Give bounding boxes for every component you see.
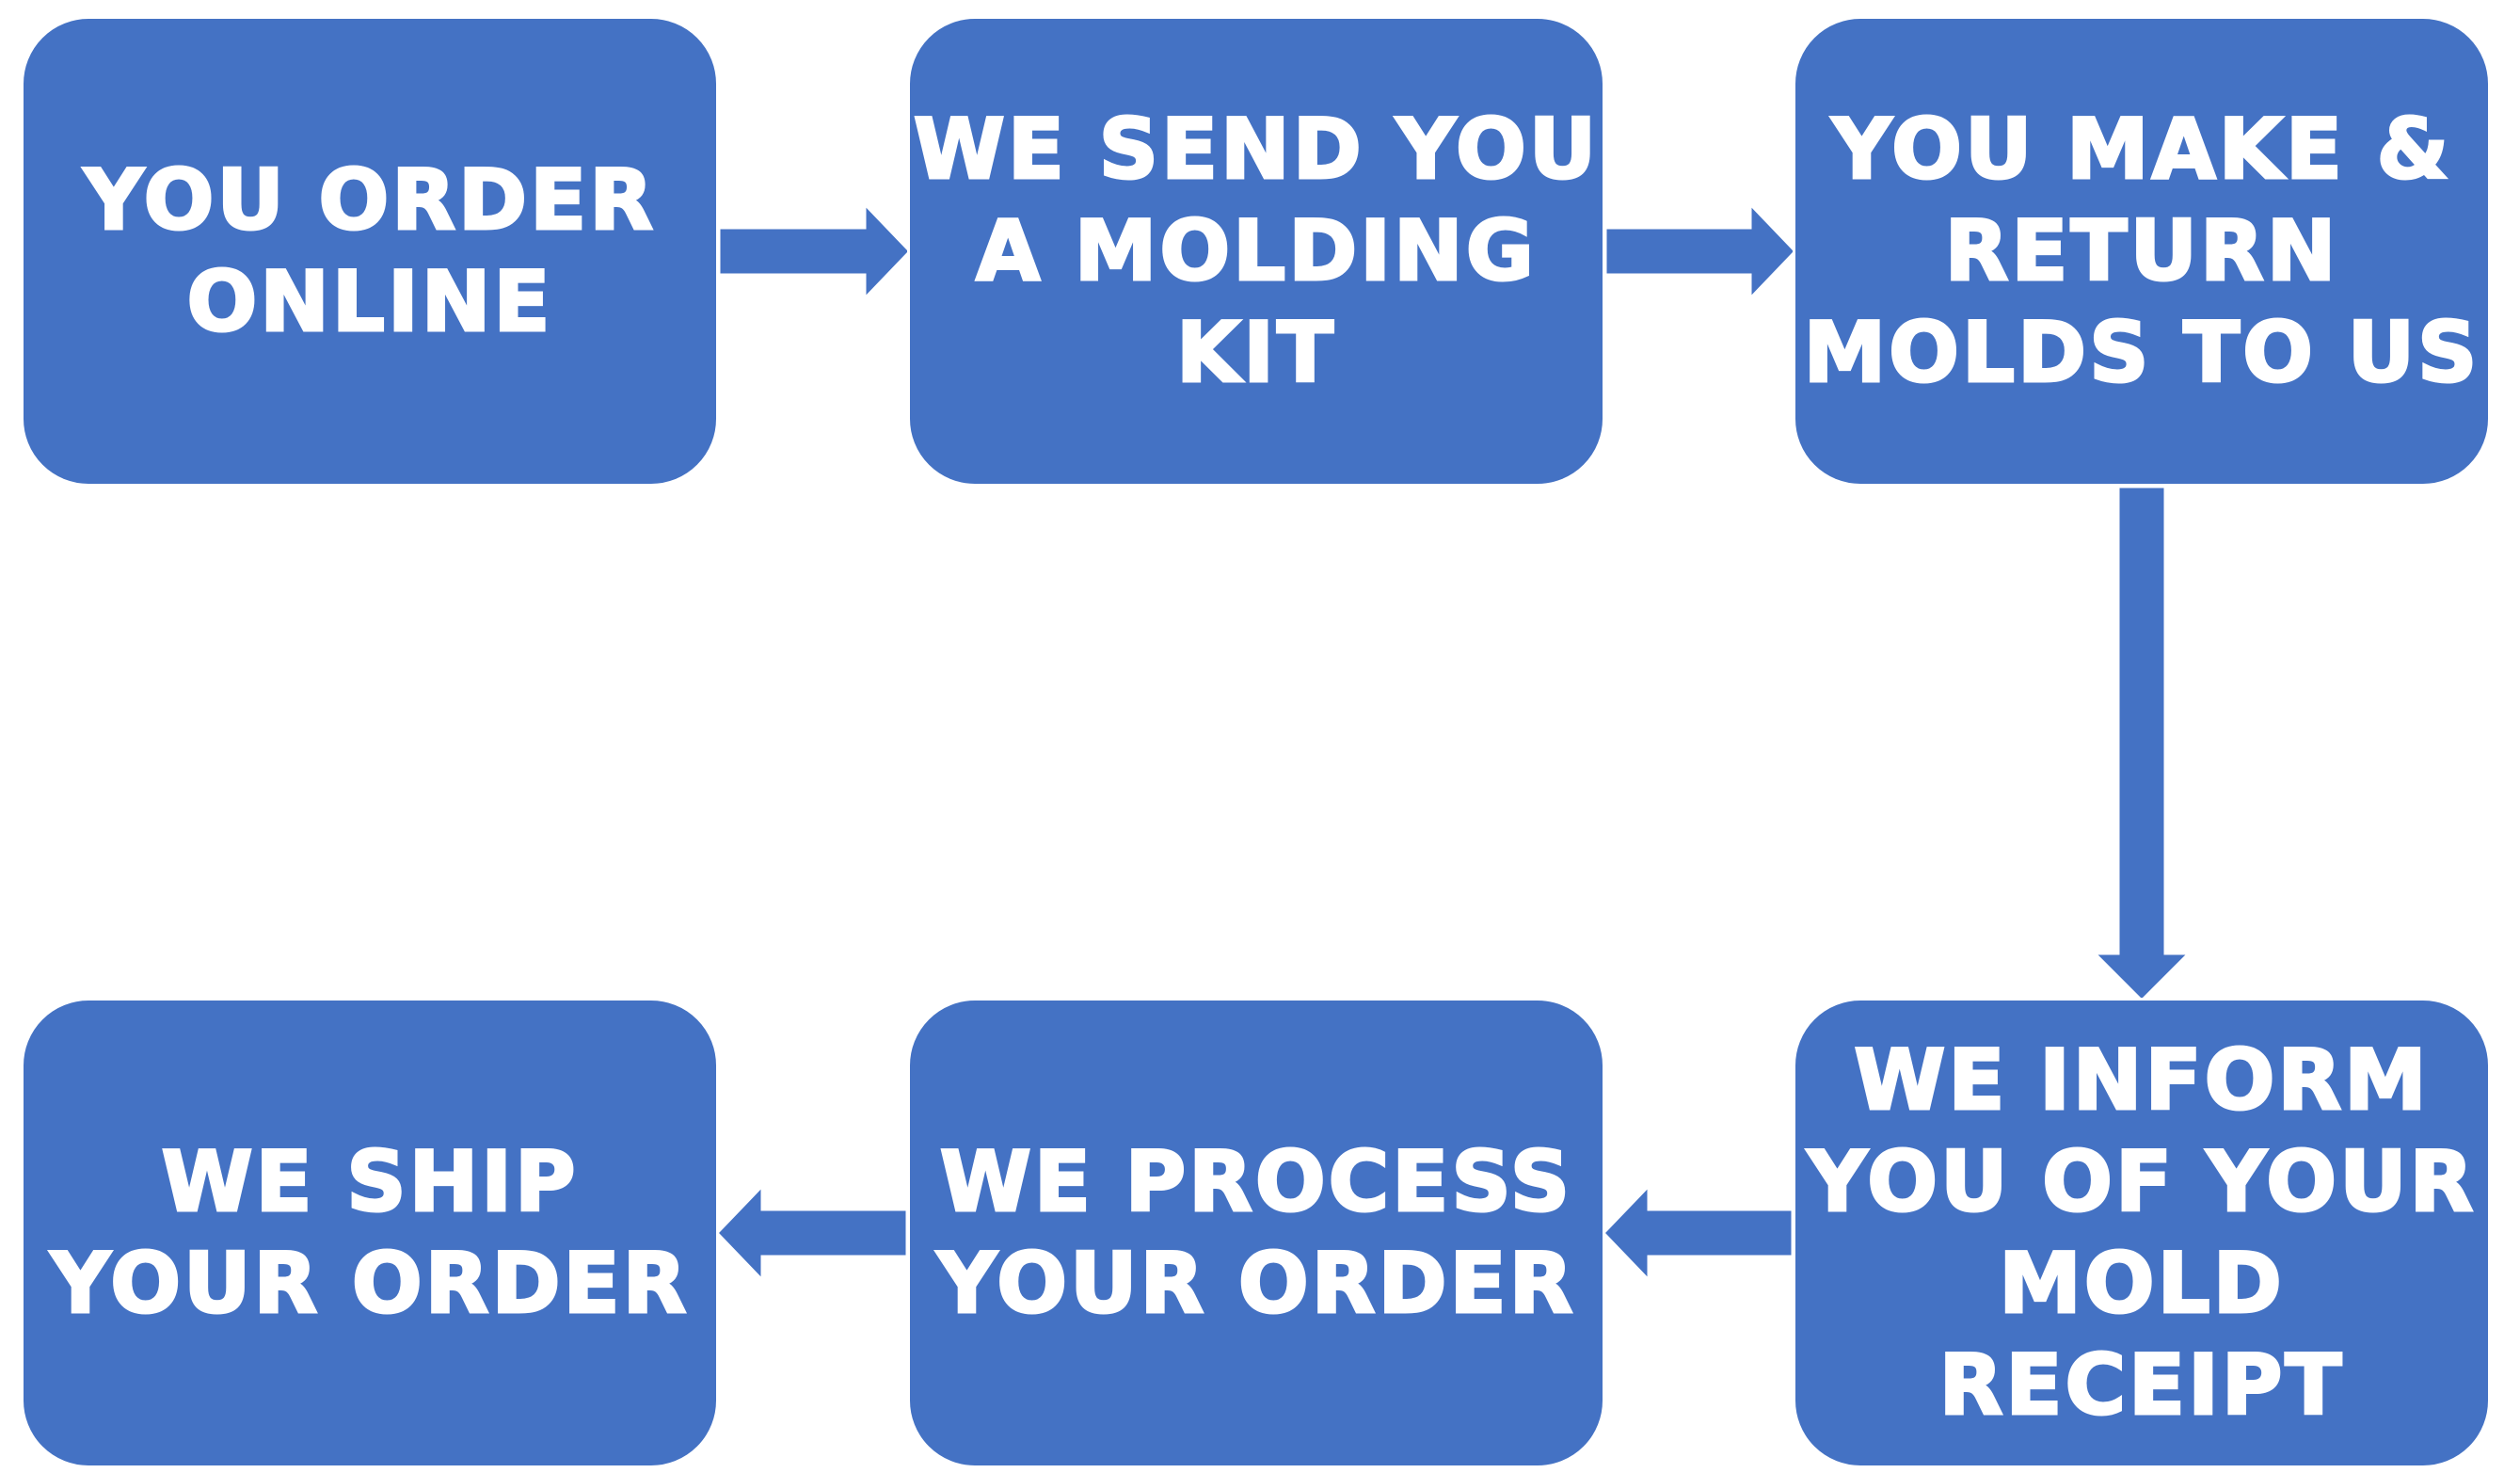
step-process-order: WE PROCESS YOUR ORDER — [907, 998, 1605, 1468]
step-label: WE SHIP YOUR ORDER — [49, 1132, 690, 1334]
step-label: WE PROCESS YOUR ORDER — [935, 1132, 1576, 1334]
step-ship-order: WE SHIP YOUR ORDER — [21, 998, 719, 1468]
arrow-molds-to-receipt — [2091, 485, 2193, 1003]
step-label: YOU MAKE & RETURN MOLDS TO US — [1802, 100, 2480, 403]
arrow-process-to-ship — [714, 1182, 909, 1284]
step-send-kit: WE SEND YOU A MOLDING KIT — [907, 16, 1605, 487]
step-return-molds: YOU MAKE & RETURN MOLDS TO US — [1793, 16, 2491, 487]
step-label: YOU ORDER ONLINE — [83, 151, 656, 352]
step-order-online: YOU ORDER ONLINE — [21, 16, 719, 487]
arrow-order-to-kit — [717, 200, 913, 302]
arrow-kit-to-molds — [1603, 200, 1798, 302]
step-inform-receipt: WE INFORM YOU OF YOUR MOLD RECEIPT — [1793, 998, 2491, 1468]
arrow-receipt-to-process — [1601, 1182, 1794, 1284]
step-label: WE INFORM YOU OF YOUR MOLD RECEIPT — [1806, 1031, 2477, 1435]
step-label: WE SEND YOU A MOLDING KIT — [912, 100, 1600, 403]
